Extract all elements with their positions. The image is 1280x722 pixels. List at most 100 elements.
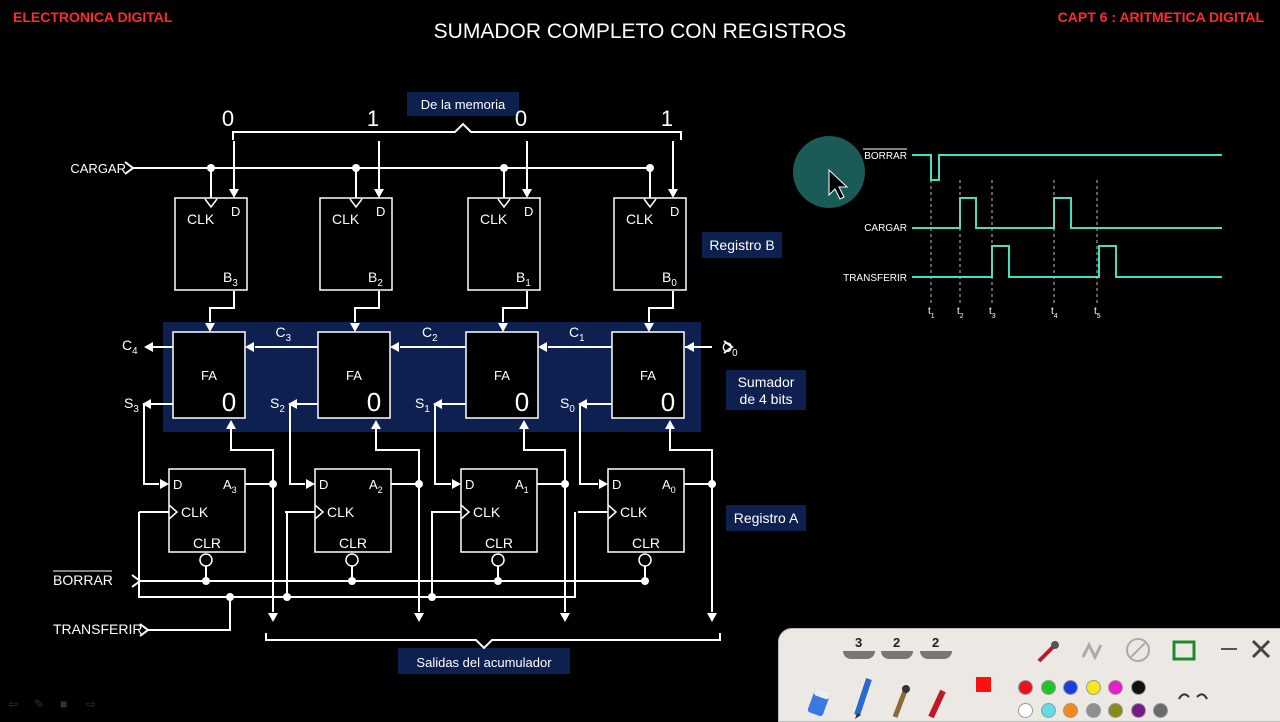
timing-t-2: t3 xyxy=(989,306,996,320)
color-swatch-11[interactable] xyxy=(1108,703,1123,718)
timing-borrar-wave xyxy=(912,154,1222,181)
memory-brace xyxy=(232,122,682,140)
cursor-icon xyxy=(828,168,849,200)
adder-label-2: de 4 bits xyxy=(740,391,793,407)
clk-mark-a-3 xyxy=(607,504,618,520)
marker-icon[interactable] xyxy=(925,683,951,719)
pen-size-3[interactable]: 2 xyxy=(932,635,940,650)
clr-a-0: CLR xyxy=(193,535,221,551)
menu-icon[interactable]: ■ xyxy=(60,697,68,711)
color-swatch-3[interactable] xyxy=(1063,680,1078,695)
b-out-1: B2 xyxy=(368,269,383,289)
clear-icon[interactable] xyxy=(1123,635,1153,665)
a-out-3: A0 xyxy=(662,477,676,495)
carry-label-3: C1 xyxy=(569,324,585,344)
minimize-icon[interactable] xyxy=(1219,645,1239,655)
reg-b-3 xyxy=(613,197,687,291)
color-swatch-1[interactable] xyxy=(1018,680,1033,695)
sum-label-3: S0 xyxy=(560,395,575,415)
next-slide-icon[interactable]: ⇨ xyxy=(86,697,97,711)
d-a-0: D xyxy=(173,477,182,492)
pen-size-2-tab[interactable] xyxy=(881,651,913,659)
fa-output-3: 0 xyxy=(661,387,675,417)
fa-0 xyxy=(172,331,246,419)
color-swatch-5[interactable] xyxy=(1108,680,1123,695)
pen-size-2[interactable]: 2 xyxy=(893,635,901,650)
pencil-icon[interactable] xyxy=(851,673,877,719)
clk-a-3: CLK xyxy=(620,504,648,520)
clr-bubble-3 xyxy=(638,553,652,567)
highlighter-icon[interactable] xyxy=(1079,639,1109,665)
color-swatch-10[interactable] xyxy=(1085,703,1101,718)
sum-d-head-2 xyxy=(452,479,461,489)
b-fa-arrow-1 xyxy=(350,323,360,332)
b-out-2: B1 xyxy=(516,269,531,289)
a-feedback-2 xyxy=(523,428,566,484)
color-swatch-4[interactable] xyxy=(1085,680,1101,695)
d-a-2: D xyxy=(465,477,474,492)
annotation-toolbar: 3 2 2 xyxy=(778,628,1280,722)
pen-size-1-tab[interactable] xyxy=(843,651,875,659)
d-b-1: D xyxy=(376,204,385,219)
eraser-icon[interactable] xyxy=(805,683,835,719)
a-feedback-0 xyxy=(230,428,274,484)
color-swatch-7[interactable] xyxy=(1018,703,1033,718)
laser-pointer-icon[interactable] xyxy=(1033,639,1063,665)
adder-label-1: Sumador xyxy=(738,374,795,390)
fa-1 xyxy=(317,331,391,419)
fb-arrow-1 xyxy=(371,420,381,429)
sum-to-d-0 xyxy=(143,404,159,485)
memory-bit-1: 1 xyxy=(367,106,379,131)
clk-a-2: CLK xyxy=(473,504,501,520)
prev-slide-icon[interactable]: ⇦ xyxy=(8,697,19,711)
clr-bubble-1 xyxy=(345,553,359,567)
out-arrow-2 xyxy=(560,613,570,622)
carry-head-1 xyxy=(245,342,254,352)
d-a-1: D xyxy=(319,477,328,492)
clr-a-1: CLR xyxy=(339,535,367,551)
reg-a-label: Registro A xyxy=(734,510,799,526)
fa-label-1: FA xyxy=(346,368,362,383)
clk-a-1: CLK xyxy=(327,504,355,520)
color-swatch-6[interactable] xyxy=(1130,680,1146,695)
sum-to-d-2 xyxy=(434,404,451,485)
sum-label-0: S3 xyxy=(124,395,139,415)
d-a-3: D xyxy=(612,477,621,492)
b-to-fa-1 xyxy=(354,291,380,322)
color-swatch-2[interactable] xyxy=(1040,680,1056,695)
outputs-brace xyxy=(265,633,721,650)
pen-size-1[interactable]: 3 xyxy=(855,635,863,650)
fa-3 xyxy=(611,331,685,419)
b-out-0: B3 xyxy=(223,269,238,289)
b-to-fa-3 xyxy=(648,291,674,322)
d-b-0: D xyxy=(231,204,240,219)
timing-transferir-label: TRANSFERIR xyxy=(843,273,907,284)
current-color-swatch[interactable] xyxy=(976,677,991,692)
timing-cargar-wave xyxy=(912,197,1222,229)
color-swatch-13[interactable] xyxy=(1153,703,1168,718)
color-swatch-12[interactable] xyxy=(1130,703,1146,718)
sum-to-d-3 xyxy=(579,404,598,485)
whiteboard-icon[interactable] xyxy=(1171,637,1199,663)
out-arrow-0 xyxy=(268,613,278,622)
pen-size-3-tab[interactable] xyxy=(920,651,952,659)
clk-b-0: CLK xyxy=(187,211,215,227)
sum-head-0 xyxy=(142,399,151,409)
b-fa-arrow-0 xyxy=(205,323,215,332)
pen-icon[interactable]: ✎ xyxy=(34,697,45,711)
color-swatch-9[interactable] xyxy=(1063,703,1078,718)
undo-redo-icon[interactable] xyxy=(1175,687,1211,707)
close-icon[interactable] xyxy=(1249,637,1273,661)
d-b-3: D xyxy=(670,204,679,219)
color-swatch-8[interactable] xyxy=(1040,703,1056,718)
c4-label: C4 xyxy=(122,337,138,357)
a-out-0: A3 xyxy=(223,477,237,495)
timing-t-1: t2 xyxy=(957,306,964,320)
carry-label-1: C3 xyxy=(276,324,292,344)
brush-icon[interactable] xyxy=(887,683,913,719)
memory-label: De la memoria xyxy=(421,97,506,112)
reg-a-label-box xyxy=(726,505,806,531)
c4-head xyxy=(144,342,153,352)
clr-bubble-0 xyxy=(199,553,213,567)
clk-a-0: CLK xyxy=(181,504,209,520)
